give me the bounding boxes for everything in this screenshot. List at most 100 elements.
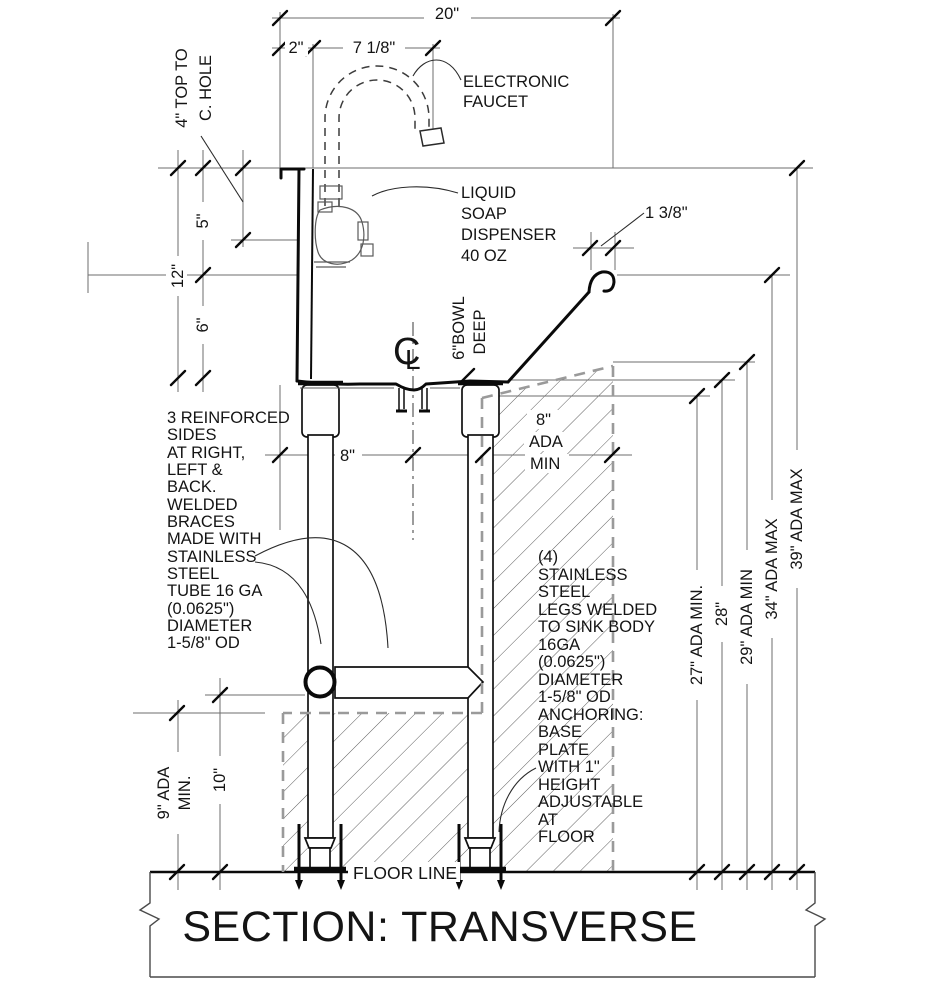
dim-12: 12": [169, 264, 187, 288]
dim-backsplash-offset: 2": [288, 39, 303, 57]
dim-overall-depth: 20": [435, 5, 459, 23]
legs-note-line: STAINLESS: [538, 566, 628, 584]
drain-fitting: [396, 388, 430, 413]
legs-note-line: 1-5/8" OD: [538, 688, 611, 706]
brace-note-line: 3 REINFORCED: [167, 409, 290, 427]
brace-note-line: LEFT &: [167, 461, 223, 479]
backsplash-inner: [310, 168, 314, 380]
brace-note-line: STEEL: [167, 565, 219, 583]
top-to-hole-2: C. HOLE: [197, 55, 215, 121]
sink-profile: [279, 167, 616, 413]
c-hole-leader: [200, 135, 244, 203]
soap-dispenser-outline: [314, 185, 374, 268]
faucet-leader: [412, 59, 462, 81]
legs-note-line: ANCHORING:: [538, 706, 643, 724]
brace-note-block: 3 REINFORCED SIDES AT RIGHT, LEFT & BACK…: [167, 409, 290, 652]
dim-39-ada-max: 39" ADA MAX: [788, 468, 806, 569]
legs-note-line: FLOOR: [538, 828, 595, 846]
front-apron-slope: [506, 290, 591, 384]
dim-28: 28": [713, 602, 731, 626]
backsplash-cap: [279, 167, 306, 180]
leader-lines: [200, 59, 645, 833]
right-leg-socket: [461, 384, 500, 438]
legs-note-line: HEIGHT: [538, 776, 600, 794]
right-foot-flare: [463, 837, 497, 849]
base-plate-leader: [499, 767, 537, 833]
brace-note-line: STAINLESS: [167, 548, 257, 566]
faucet-callout-2: FAUCET: [463, 93, 528, 111]
knee-dim-1: 8": [536, 411, 551, 429]
legs-note-line: (4): [538, 548, 558, 566]
dim-10: 10": [211, 768, 229, 792]
top-to-hole-1: 4" TOP TO: [173, 48, 191, 128]
dim-rim-return: 1 3/8": [645, 204, 688, 222]
legs-note-line: DIAMETER: [538, 671, 623, 689]
soap-leader: [371, 186, 459, 197]
faucet-callout-1: ELECTRONIC: [463, 73, 569, 91]
brace-note-line: SIDES: [167, 426, 217, 444]
brace-leader-1: [254, 561, 322, 645]
legs-note-line: TO SINK BODY: [538, 618, 655, 636]
sink-legs: [298, 380, 503, 839]
dim-9-ada-2: MIN.: [176, 776, 194, 811]
dim-27-ada-min: 27" ADA MIN.: [688, 585, 706, 685]
annotation-text: 20" 2" 7 1/8" ELECTRONIC FAUCET 4" TOP T…: [155, 5, 806, 951]
right-leg-tube: [467, 434, 494, 839]
centerline-l: L: [405, 344, 421, 375]
brace-tube-section: [303, 665, 337, 699]
bowl-depth-1: 6"BOWL: [450, 296, 468, 360]
brace-note-line: DIAMETER: [167, 617, 252, 635]
legs-note-line: WITH 1": [538, 758, 600, 776]
break-line-right: [804, 872, 827, 977]
knee-dim-2: ADA: [529, 433, 563, 451]
soap-callout-4: 40 OZ: [461, 247, 507, 265]
left-leg-tube: [307, 434, 334, 839]
rolled-rim: [587, 270, 616, 294]
break-line-left: [138, 872, 161, 977]
legs-note-line: STEEL: [538, 583, 590, 601]
centerline-symbol: C L: [393, 331, 421, 375]
brace-note-line: 1-5/8" OD: [167, 634, 240, 652]
legs-note-line: AT: [538, 811, 558, 829]
brace-note-line: (0.0625"): [167, 600, 234, 618]
base-plates: [294, 824, 506, 890]
drawing-title: SECTION: TRANSVERSE: [182, 903, 697, 951]
faucet-outlet: [419, 127, 445, 147]
legs-note-line: 16GA: [538, 636, 580, 654]
legs-note-line: ADJUSTABLE: [538, 793, 643, 811]
brace-note-line: AT RIGHT,: [167, 444, 245, 462]
legs-note-line: (0.0625"): [538, 653, 605, 671]
brace-note-line: BRACES: [167, 513, 235, 531]
left-foot-stem: [309, 847, 331, 869]
dimension-ticks: [168, 9, 806, 881]
brace-note-line: WELDED: [167, 496, 238, 514]
welded-brace: [303, 665, 485, 699]
dim-faucet-offset: 7 1/8": [353, 39, 396, 57]
brace-leader-2: [254, 537, 389, 649]
brace-note-line: BACK.: [167, 478, 217, 496]
left-leg-socket: [301, 384, 340, 438]
backsplash-outer: [295, 167, 301, 383]
legs-note-line: BASE: [538, 723, 582, 741]
dim-29-ada-min: 29" ADA MIN: [738, 569, 756, 665]
brace-tube: [334, 666, 485, 699]
brace-note-line: MADE WITH: [167, 530, 261, 548]
brace-note-line: TUBE 16 GA: [167, 582, 262, 600]
bowl-bottom: [295, 379, 510, 392]
soap-callout-2: SOAP: [461, 205, 507, 223]
label-backers: [148, 2, 806, 882]
dim-5: 5": [194, 213, 212, 228]
electronic-faucet-outline: [324, 65, 445, 206]
legs-note-line: PLATE: [538, 741, 589, 759]
rim-dim-leader: [600, 212, 645, 247]
left-foot-flare: [303, 837, 337, 849]
bowl-depth-2: DEEP: [471, 310, 489, 355]
right-foot-stem: [469, 847, 491, 869]
soap-callout-3: DISPENSER: [461, 226, 556, 244]
clearance-boundary: [281, 364, 615, 872]
centerline-c: C: [393, 331, 420, 373]
legs-note-block: (4) STAINLESS STEEL LEGS WELDED TO SINK …: [538, 548, 657, 846]
soap-callout-1: LIQUID: [461, 184, 516, 202]
